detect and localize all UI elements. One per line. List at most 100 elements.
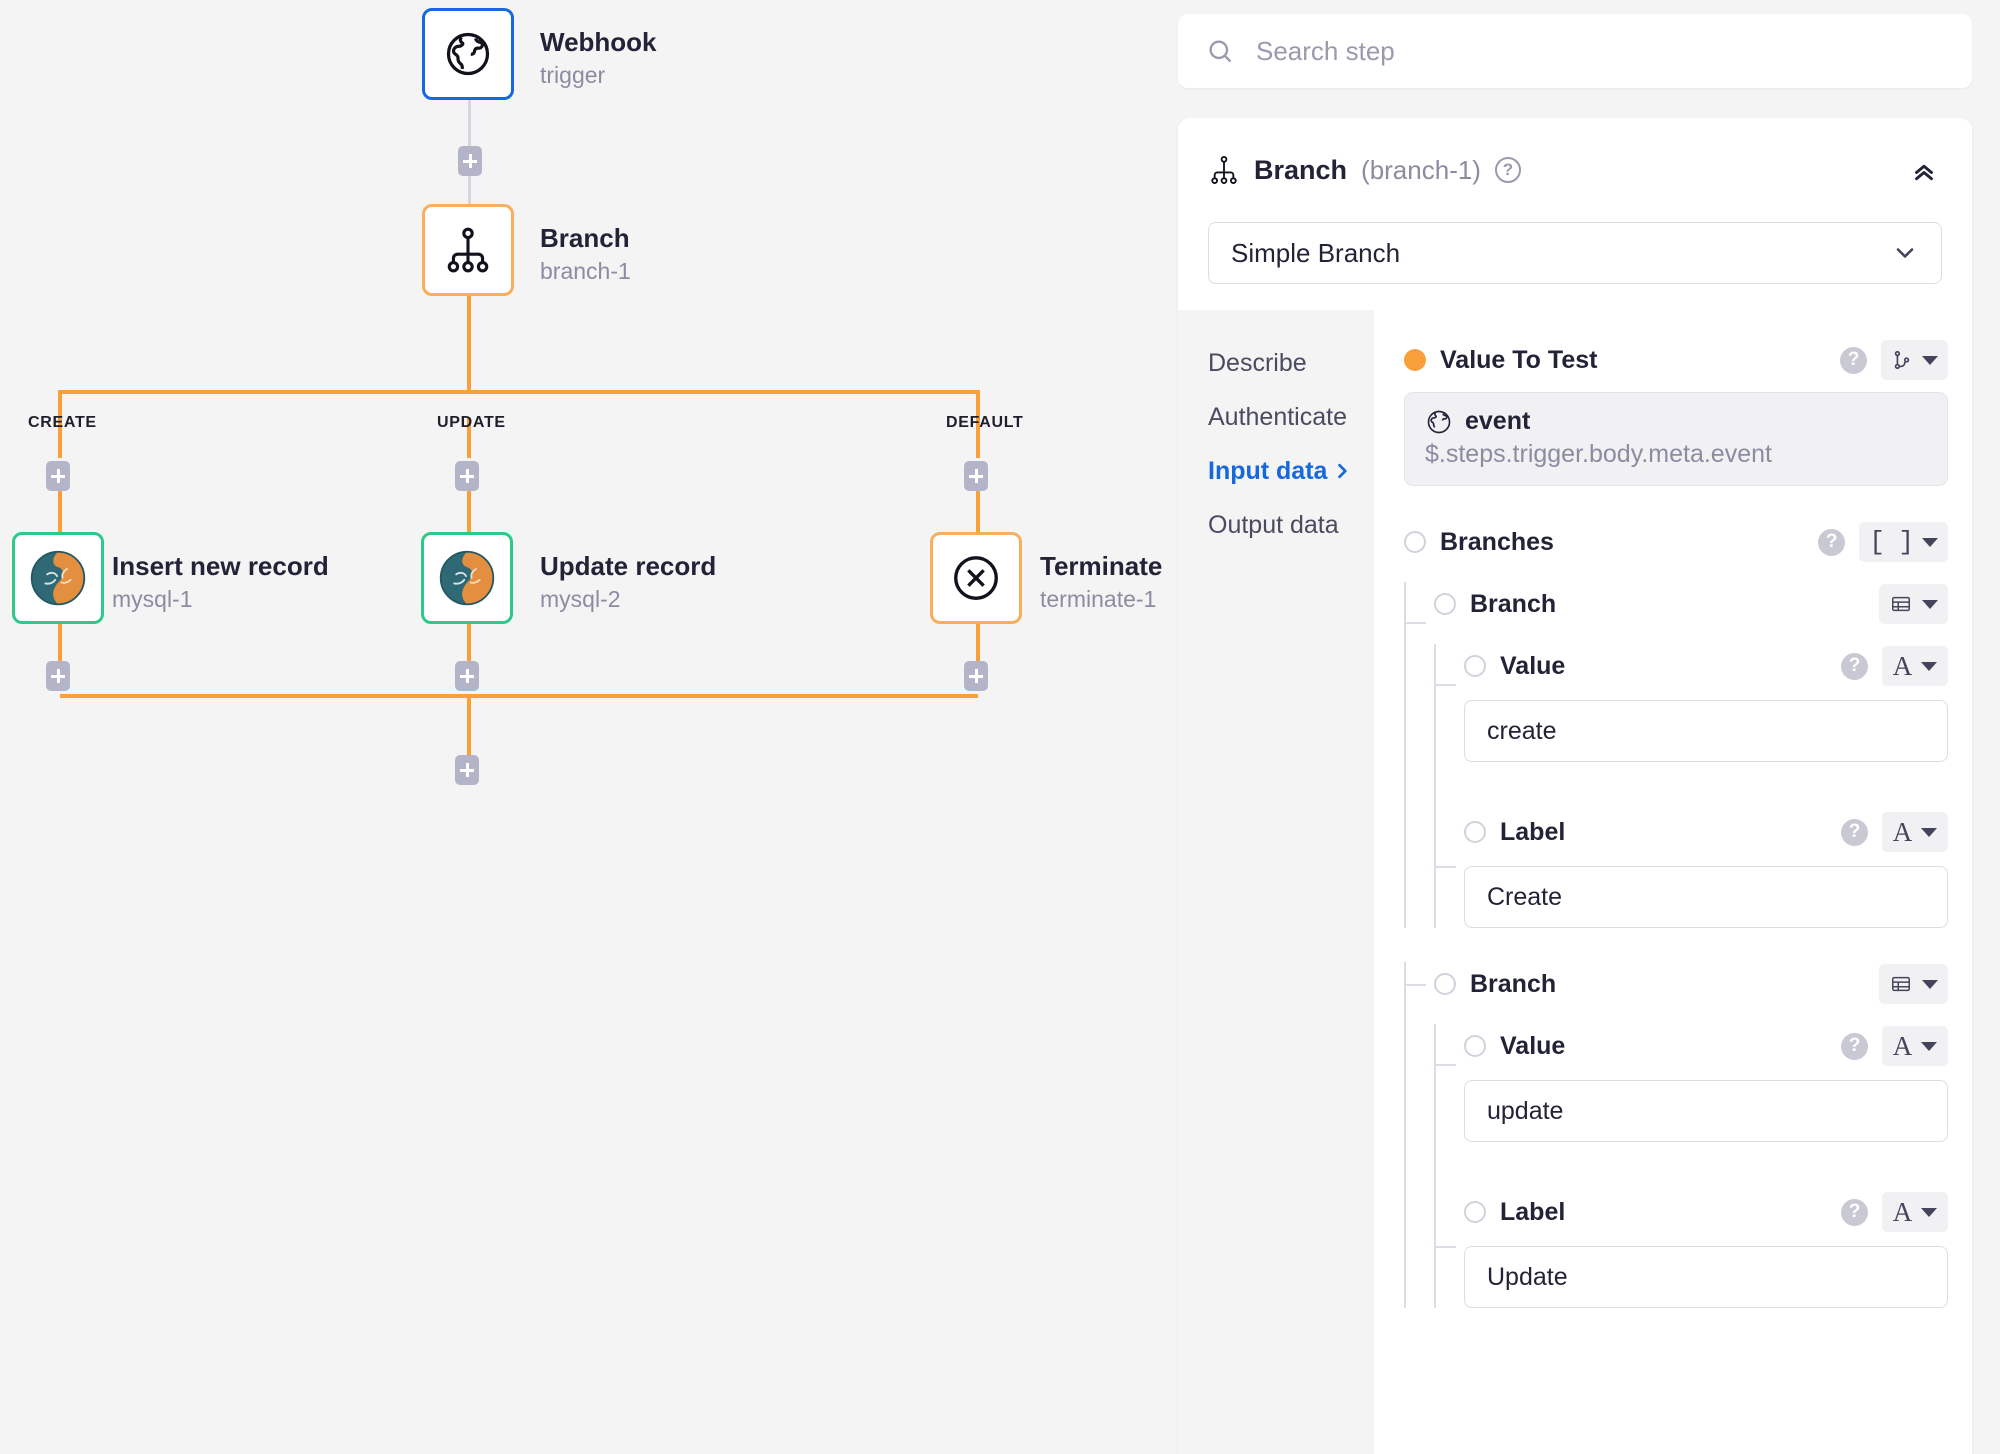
node-terminate-title: Terminate xyxy=(1040,551,1163,581)
step-config-card: Branch (branch-1) ? Simple Branch xyxy=(1178,118,1972,1454)
node-insert-label: Insert new record mysql-1 xyxy=(112,551,329,615)
type-selector-string[interactable]: A xyxy=(1882,646,1948,686)
branch-type-value: Simple Branch xyxy=(1231,237,1401,268)
branch-group-2: Branch xyxy=(1404,962,1948,1308)
expression-path: $.steps.trigger.body.meta.event xyxy=(1425,440,1772,468)
globe-icon xyxy=(1425,408,1453,436)
input-branch-1-value[interactable]: create xyxy=(1464,700,1948,762)
add-step-button-create[interactable] xyxy=(46,461,70,491)
type-selector-string[interactable]: A xyxy=(1882,1192,1948,1232)
chevron-double-up-icon[interactable] xyxy=(1906,152,1942,188)
sidebar-item-input-data[interactable]: Input data xyxy=(1178,444,1374,498)
field-tools: ? A xyxy=(1841,812,1948,852)
edge-merge-bar xyxy=(60,694,978,698)
step-config-body: Describe Authenticate Input data Output … xyxy=(1178,310,1972,1454)
type-selector-array[interactable]: [ ] xyxy=(1859,522,1948,562)
input-branch-2-label[interactable]: Update xyxy=(1464,1246,1948,1308)
add-step-button-trigger[interactable] xyxy=(458,146,482,176)
sidebar-item-describe[interactable]: Describe xyxy=(1178,336,1374,390)
edge-create-drop-b xyxy=(58,490,62,532)
add-step-button-default[interactable] xyxy=(964,461,988,491)
node-webhook[interactable] xyxy=(422,8,514,100)
edge-update-drop-a xyxy=(467,418,471,458)
add-step-button-after-create[interactable] xyxy=(46,661,70,691)
node-branch[interactable] xyxy=(422,204,514,296)
node-insert-title: Insert new record xyxy=(112,551,329,581)
tree-line xyxy=(1434,1024,1436,1308)
type-selector-object[interactable] xyxy=(1879,584,1948,624)
mysql-icon xyxy=(438,549,496,607)
page-title: Branch xyxy=(1254,154,1348,185)
tree-line xyxy=(1434,684,1456,686)
string-type-icon: A xyxy=(1892,650,1913,681)
input-branch-2-value[interactable]: update xyxy=(1464,1080,1948,1142)
chevron-down-icon xyxy=(1921,827,1938,837)
help-icon[interactable]: ? xyxy=(1494,157,1521,183)
type-selector-object[interactable] xyxy=(1879,964,1948,1004)
expression-box[interactable]: event $.steps.trigger.body.meta.event xyxy=(1404,392,1948,486)
chevron-right-icon xyxy=(1332,461,1352,481)
node-terminate-label: Terminate terminate-1 xyxy=(1040,551,1163,615)
type-selector-string[interactable]: A xyxy=(1882,812,1948,852)
sidebar-item-label: Input data xyxy=(1208,456,1328,485)
field-label: Branches xyxy=(1440,527,1554,556)
chevron-down-icon xyxy=(1922,537,1938,547)
branch-item-label: Branch xyxy=(1470,969,1557,998)
chevron-down-icon xyxy=(1922,355,1938,365)
help-icon[interactable]: ? xyxy=(1840,346,1867,374)
mysql-icon xyxy=(29,549,87,607)
add-step-button-update[interactable] xyxy=(455,461,479,491)
field-bullet xyxy=(1434,973,1456,995)
branch-type-select[interactable]: Simple Branch xyxy=(1208,222,1942,284)
status-badge xyxy=(1404,349,1426,371)
edge-branch-bar xyxy=(60,390,980,394)
help-icon[interactable]: ? xyxy=(1841,1032,1868,1060)
field-branches: Branches ? [ ] xyxy=(1404,520,1948,564)
type-selector-git-branch[interactable] xyxy=(1881,340,1948,380)
edge-branch-stem xyxy=(467,296,471,392)
edge-merge-left xyxy=(58,622,62,676)
edge-merge-out xyxy=(467,694,471,770)
field-label: Value xyxy=(1500,1031,1566,1060)
help-icon[interactable]: ? xyxy=(1841,1198,1868,1226)
add-step-button-after-default[interactable] xyxy=(964,661,988,691)
field-value-to-test: Value To Test ? xyxy=(1404,338,1948,382)
branch-item-header: Branch xyxy=(1434,582,1948,626)
field-tools: ? A xyxy=(1841,1026,1948,1066)
type-selector-string[interactable]: A xyxy=(1882,1026,1948,1066)
field-bullet xyxy=(1404,531,1426,553)
input-branch-1-label[interactable]: Create xyxy=(1464,866,1948,928)
field-value-1: Value ? A xyxy=(1464,644,1948,688)
help-icon[interactable]: ? xyxy=(1818,528,1846,556)
node-update-record[interactable] xyxy=(421,532,513,624)
node-branch-label: Branch branch-1 xyxy=(540,223,631,287)
workflow-canvas[interactable]: CREATE UPDATE DEFAULT Webhook trigger xyxy=(0,0,1174,1454)
node-update-sub: mysql-2 xyxy=(540,585,621,612)
sidebar-item-label: Authenticate xyxy=(1208,402,1347,431)
chevron-down-icon xyxy=(1922,979,1938,989)
sidebar-item-authenticate[interactable]: Authenticate xyxy=(1178,390,1374,444)
edge-branch-right-drop xyxy=(976,390,980,418)
tree-line xyxy=(1434,866,1456,868)
inspector-panel: Search step Branch (branch-1) ? xyxy=(1174,0,2000,1454)
expression-header: event xyxy=(1425,407,1927,436)
node-insert-sub: mysql-1 xyxy=(112,585,193,612)
search-step-bar[interactable]: Search step xyxy=(1178,14,1972,88)
add-step-button-end[interactable] xyxy=(455,755,479,785)
node-terminate[interactable] xyxy=(930,532,1022,624)
branch-icon xyxy=(443,225,493,275)
node-webhook-title: Webhook xyxy=(540,27,657,57)
branch-item-label: Branch xyxy=(1470,589,1557,618)
edge-merge-right xyxy=(976,622,980,676)
edge-default-drop-a xyxy=(976,418,980,458)
node-insert-new-record[interactable] xyxy=(12,532,104,624)
sidebar-item-output-data[interactable]: Output data xyxy=(1178,498,1374,552)
search-input[interactable]: Search step xyxy=(1256,35,1395,66)
branch-fields-1: Value ? A create xyxy=(1434,644,1948,928)
help-icon[interactable]: ? xyxy=(1841,652,1868,680)
field-tools: ? A xyxy=(1841,646,1948,686)
add-step-button-after-update[interactable] xyxy=(455,661,479,691)
tree-line xyxy=(1404,984,1426,986)
help-icon[interactable]: ? xyxy=(1841,818,1868,846)
field-label: Value xyxy=(1500,651,1566,680)
